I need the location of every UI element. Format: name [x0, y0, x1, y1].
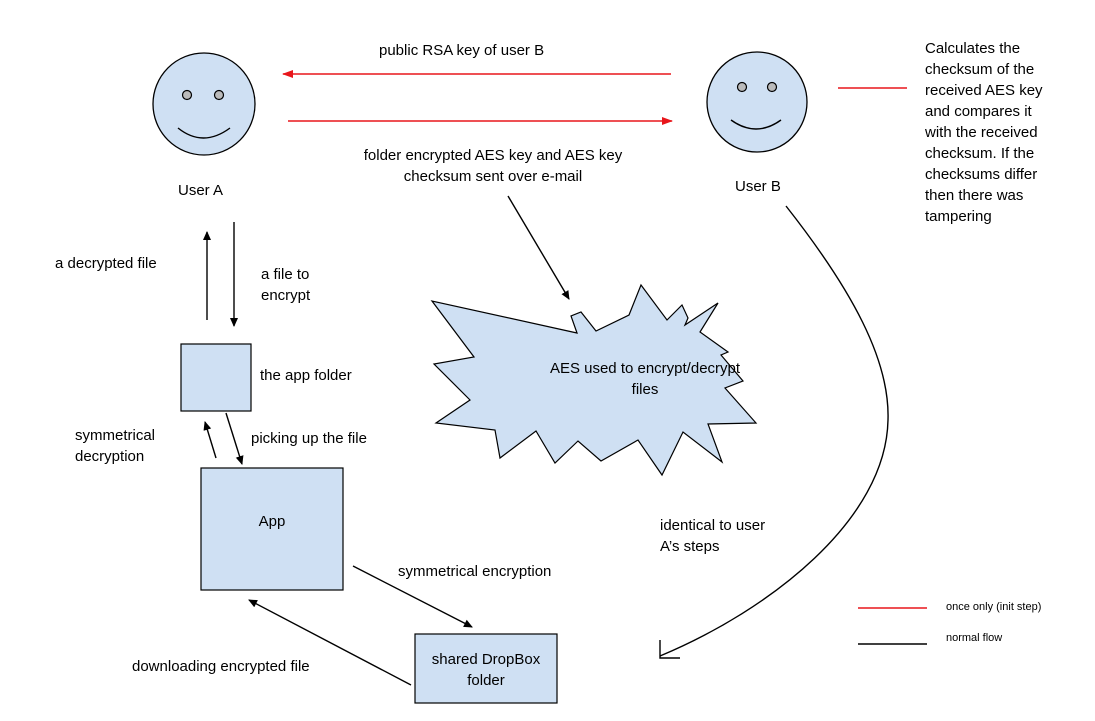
- decrypted-file-label: a decrypted file: [55, 255, 157, 272]
- picking-up-arrow: [225, 412, 244, 465]
- file-to-encrypt-line: a file to: [261, 266, 310, 283]
- user-b-flow-arrow: [659, 205, 889, 657]
- user-b-label: User B: [735, 178, 781, 195]
- downloading-label: downloading encrypted file: [132, 658, 310, 675]
- sym-encryption-label: symmetrical encryption: [398, 563, 552, 580]
- aes-key-label: folder encrypted AES key and AES key che…: [318, 145, 668, 187]
- checksum-note-line: checksums differ: [925, 166, 1038, 183]
- checksum-note-line: Calculates the: [925, 40, 1021, 57]
- legend-init-label: once only (init step): [946, 601, 1042, 613]
- legend-normal-label: normal flow: [946, 632, 1003, 644]
- checksum-note-line: and compares it: [925, 103, 1032, 120]
- dropbox-label-line: shared DropBox: [431, 651, 541, 668]
- app-label: App: [258, 513, 286, 530]
- checksum-note: Calculates the checksum of the received …: [925, 38, 1043, 227]
- app-folder-label: the app folder: [260, 367, 352, 384]
- rsa-key-label: public RSA key of user B: [379, 42, 545, 59]
- checksum-note-line: tampering: [925, 208, 992, 225]
- picking-up-label: picking up the file: [251, 430, 367, 447]
- user-a-smiley-icon: [152, 52, 256, 156]
- checksum-note-line: with the received: [925, 124, 1038, 141]
- checksum-note-line: received AES key: [925, 82, 1043, 99]
- sym-encryption-arrow: [352, 565, 473, 628]
- user-b-smiley-icon: [706, 51, 808, 153]
- dropbox-label: shared DropBox folder: [415, 649, 557, 691]
- identical-steps-label: identical to user A’s steps: [660, 515, 765, 557]
- sym-decryption-label: symmetrical decryption: [75, 425, 155, 467]
- sym-decryption-arrow: [203, 421, 217, 459]
- aes-key-label-line: checksum sent over e-mail: [403, 168, 583, 185]
- app-folder-box: [180, 343, 252, 412]
- file-to-encrypt-label: a file to encrypt: [261, 264, 310, 306]
- dropbox-label-line: folder: [467, 672, 505, 689]
- app-box: [200, 467, 344, 591]
- user-a-label: User A: [178, 182, 224, 199]
- sym-decryption-line: decryption: [75, 448, 145, 465]
- downloading-arrow: [248, 599, 412, 686]
- checksum-note-line: then there was: [925, 187, 1024, 204]
- checksum-note-line: checksum. If the: [925, 145, 1035, 162]
- sym-decryption-line: symmetrical: [75, 427, 156, 444]
- aes-to-starburst-arrow: [507, 195, 570, 300]
- aes-key-label-line: folder encrypted AES key and AES key: [363, 147, 623, 164]
- checksum-note-line: checksum of the: [925, 61, 1035, 78]
- identical-steps-line: A’s steps: [660, 538, 720, 555]
- dropbox-box: [414, 633, 558, 704]
- starburst-explosion-icon: [430, 283, 758, 477]
- aes-label-line: files: [631, 381, 659, 398]
- user-b-flow-arrowhead: [659, 640, 680, 659]
- aes-label: AES used to encrypt/decrypt files: [480, 358, 810, 400]
- identical-steps-line: identical to user: [660, 517, 766, 534]
- file-to-encrypt-line: encrypt: [261, 287, 311, 304]
- aes-label-line: AES used to encrypt/decrypt: [549, 360, 741, 377]
